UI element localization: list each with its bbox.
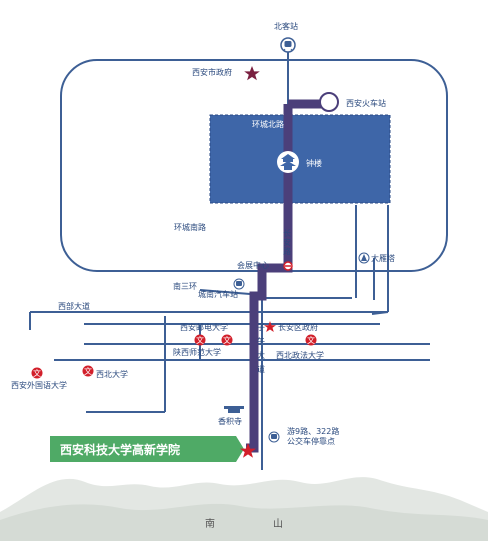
railway-station-marker bbox=[319, 92, 339, 112]
city-wall-block bbox=[209, 114, 391, 204]
expo-center-label: 会展中心 bbox=[237, 260, 269, 270]
university-badge-icon: 文 bbox=[305, 334, 317, 346]
bus-stop-line-2: 公交车停靠点 bbox=[287, 436, 335, 446]
wild-goose-pagoda-icon bbox=[358, 252, 370, 264]
mountain-label-1: 南 bbox=[205, 517, 215, 530]
xian-international-studies-label: 西安外国语大学 bbox=[11, 380, 67, 390]
xibu-avenue-label: 西部大道 bbox=[58, 301, 90, 311]
north-station-label: 北客站 bbox=[274, 21, 298, 31]
pagoda-icon bbox=[277, 151, 299, 173]
svg-text:文: 文 bbox=[223, 335, 231, 345]
city-government-star-icon bbox=[244, 66, 260, 81]
university-badge-icon: 文 bbox=[31, 367, 43, 379]
shaanxi-normal-university-label: 陕西师范大学 bbox=[173, 347, 221, 357]
city-government-label: 西安市政府 bbox=[192, 67, 232, 77]
school-name-label: 西安科技大学高新学院 bbox=[60, 442, 180, 457]
train-icon bbox=[280, 37, 296, 53]
university-badge-icon: 文 bbox=[194, 334, 206, 346]
university-badge-icon: 文 bbox=[82, 365, 94, 377]
ziwu-avenue-label-4: 道 bbox=[257, 364, 265, 374]
school-location-star-icon bbox=[240, 443, 256, 458]
svg-text:文: 文 bbox=[33, 368, 41, 378]
outer-ring-road bbox=[60, 59, 448, 272]
mountain-range bbox=[0, 477, 488, 541]
bus-stop-icon bbox=[268, 431, 280, 443]
ziwu-avenue-label-1: 子 bbox=[257, 323, 265, 332]
mountain-label-2: 山 bbox=[273, 518, 283, 530]
south-bus-station-label: 城南汽车站 bbox=[198, 289, 238, 299]
changan-government-label: 长安区政府 bbox=[278, 322, 318, 332]
wild-goose-pagoda-label: 大雁塔 bbox=[371, 253, 395, 263]
changan-road-label-2: 安 bbox=[283, 237, 291, 247]
svg-text:文: 文 bbox=[84, 366, 92, 376]
school-banner-arrow bbox=[236, 436, 244, 462]
metro-icon bbox=[283, 261, 293, 271]
bell-tower-label: 钟楼 bbox=[306, 158, 322, 168]
south-third-ring-label: 南三环 bbox=[173, 281, 197, 291]
northwest-politics-law-university-label: 西北政法大学 bbox=[276, 350, 324, 360]
ring-north-road-label: 环城北路 bbox=[252, 119, 284, 129]
svg-text:文: 文 bbox=[196, 335, 204, 345]
railway-station-label: 西安火车站 bbox=[346, 98, 386, 108]
temple-icon bbox=[224, 406, 244, 413]
school-name-banner bbox=[50, 436, 236, 462]
ring-south-road-label: 环城南路 bbox=[174, 222, 206, 232]
changan-road-label-3: 路 bbox=[283, 246, 291, 256]
changan-road-label-1: 长 bbox=[283, 228, 291, 238]
university-badge-icon: 文 bbox=[221, 334, 233, 346]
xiyou-university-label: 西安邮电大学 bbox=[180, 322, 228, 332]
ziwu-avenue-label-3: 大 bbox=[257, 350, 265, 360]
northwest-university-label: 西北大学 bbox=[96, 369, 128, 379]
svg-text:文: 文 bbox=[307, 335, 315, 345]
bus-icon bbox=[233, 278, 245, 290]
ziwu-avenue-label-2: 午 bbox=[257, 336, 265, 346]
bus-stop-line-1: 游9路、322路 bbox=[287, 426, 339, 436]
xiangji-temple-label: 香积寺 bbox=[218, 416, 242, 426]
changan-government-star-icon bbox=[264, 321, 276, 332]
